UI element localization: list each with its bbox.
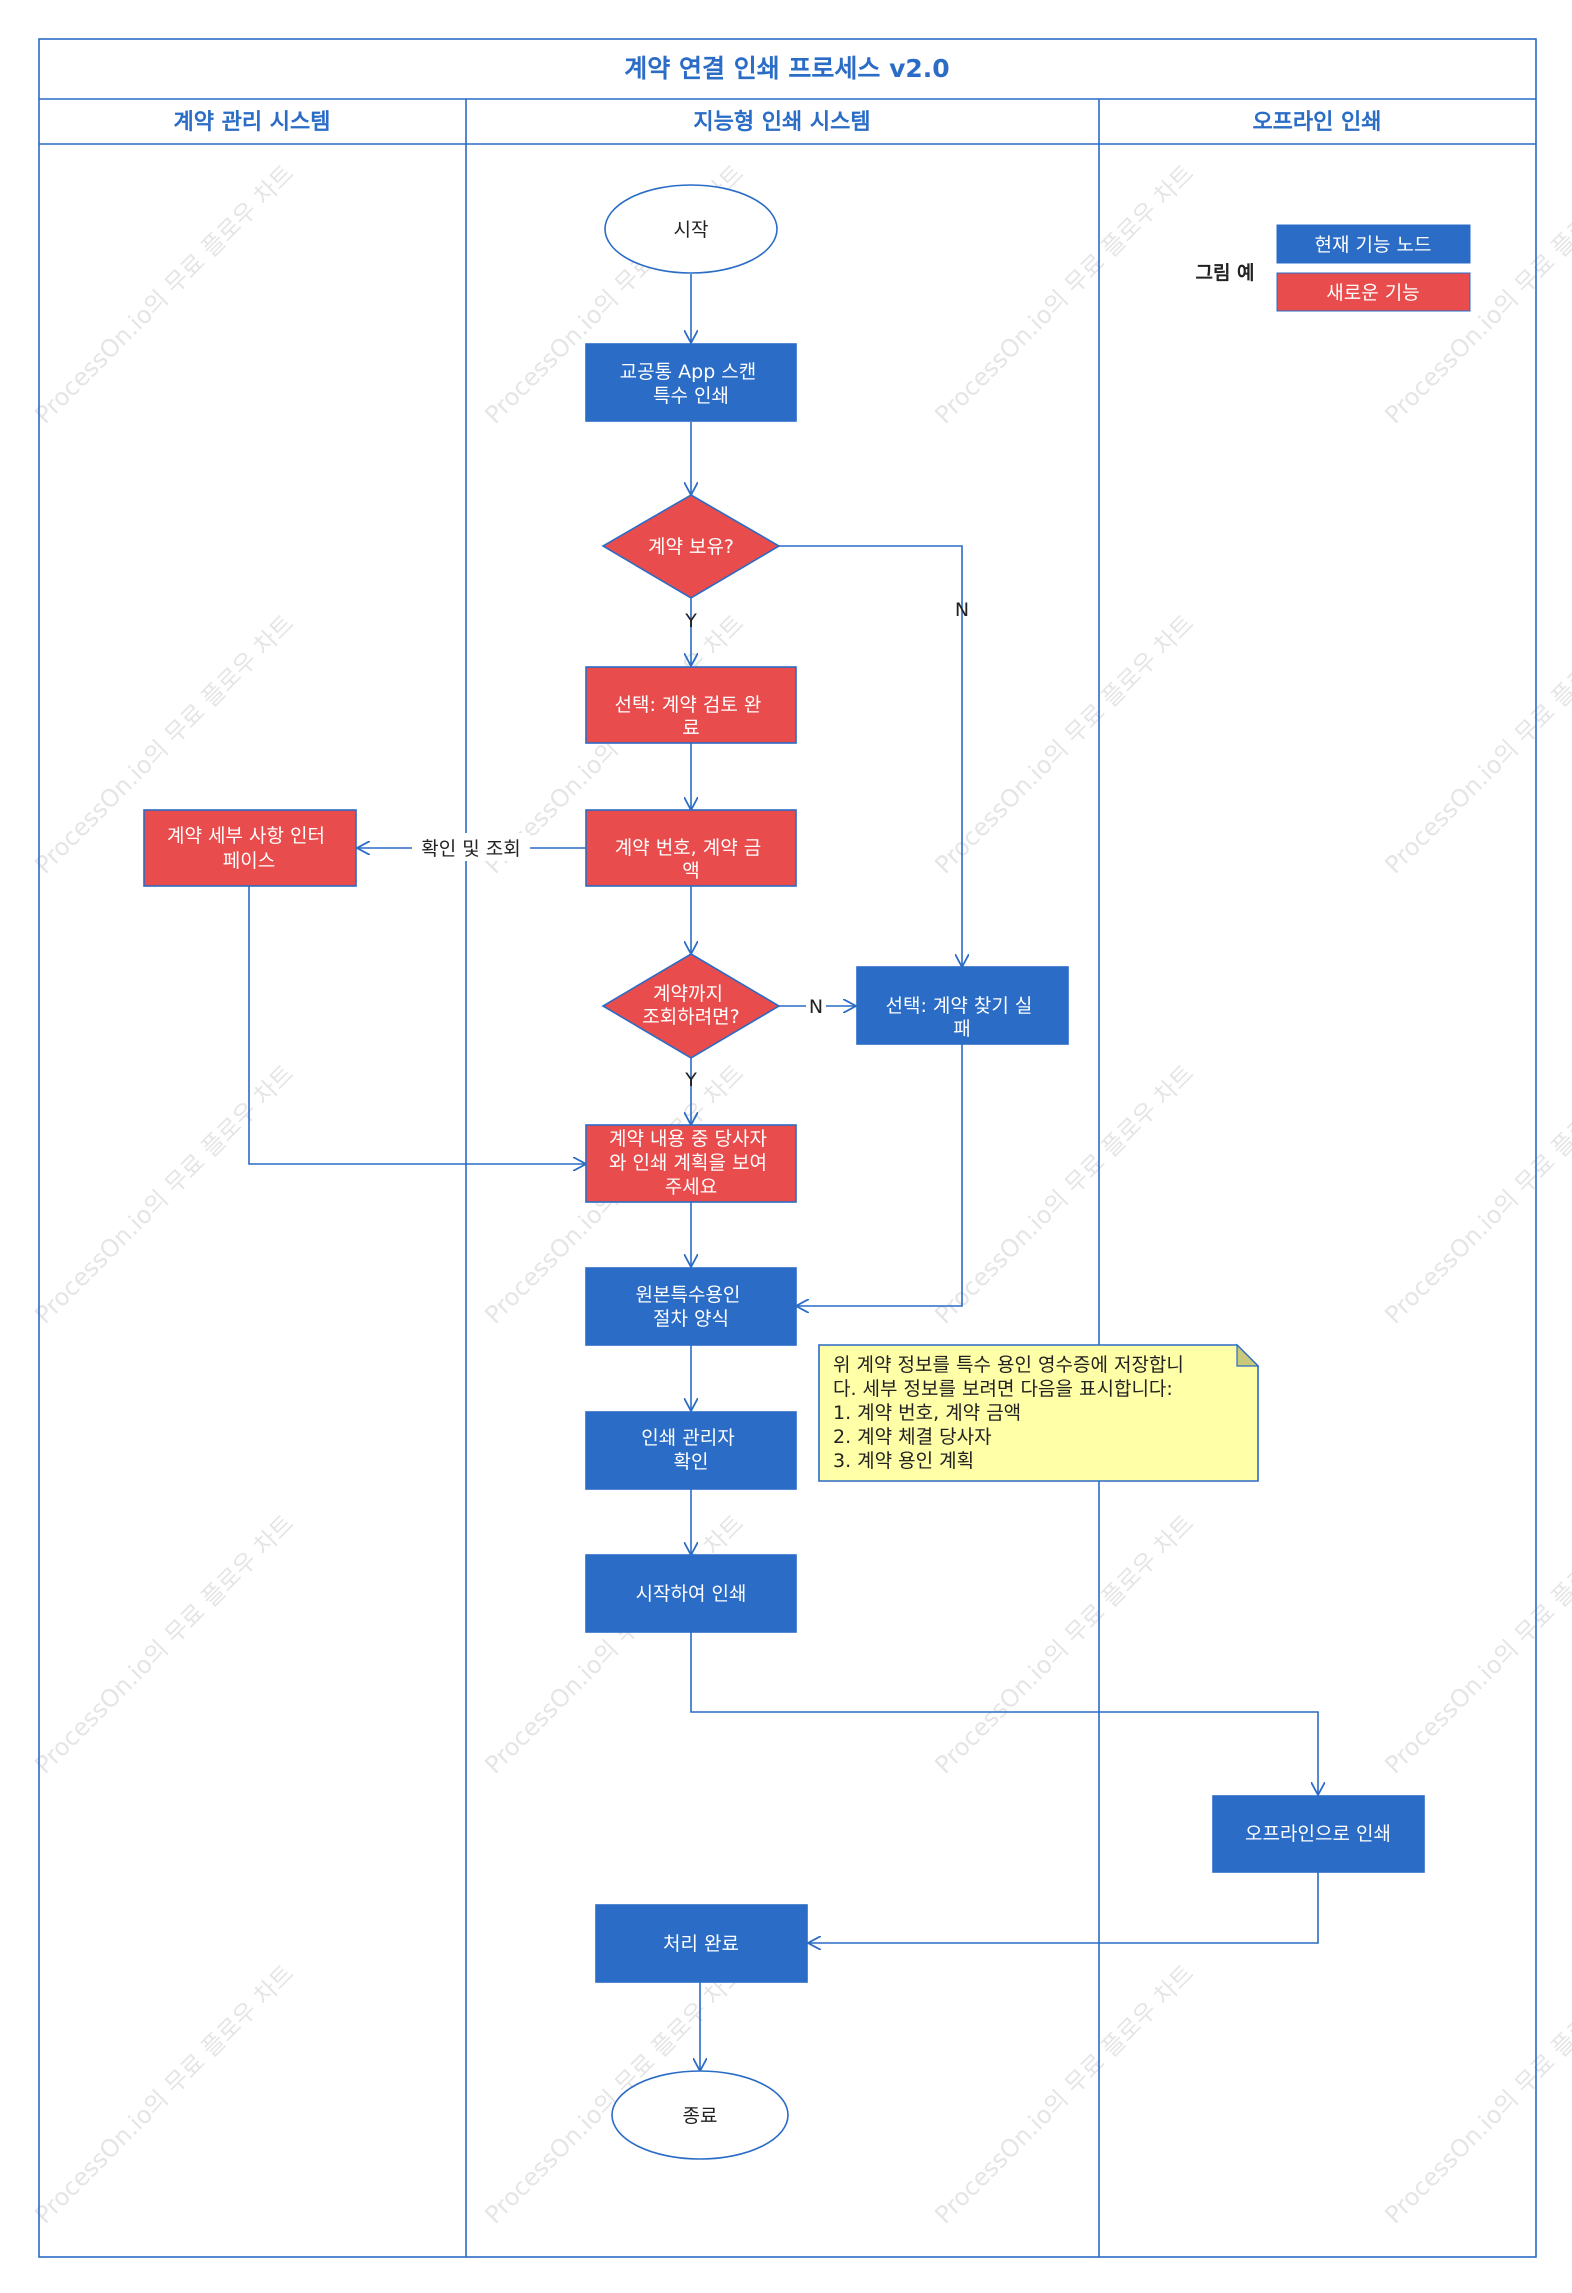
node-app-scan-line-2: 특수 인쇄 bbox=[653, 385, 729, 407]
watermark-text: ProcessOn.io의 무료 플로우 차트 bbox=[929, 609, 1199, 879]
node-print-admin-line-2: 확인 bbox=[674, 1451, 709, 1473]
note-line-2: 다. 세부 정보를 보려면 다음을 표시합니다: bbox=[833, 1378, 1173, 1400]
edge-label-confirm-query: 확인 및 조회 bbox=[421, 838, 520, 860]
swimlane-frame bbox=[38, 38, 1537, 2258]
watermark-text: ProcessOn.io의 무료 플로우 차트 bbox=[1379, 1059, 1572, 1329]
edge-interface-to-parties bbox=[248, 886, 586, 1164]
note-line-3: 1. 계약 번호, 계약 금액 bbox=[833, 1402, 1021, 1424]
node-detail-interface-line-1: 계약 세부 사항 인터 bbox=[167, 825, 325, 847]
node-find-failed-line-2: 패 bbox=[953, 1018, 970, 1040]
legend-title: 그림 예 bbox=[1195, 262, 1254, 284]
node-processing-done[interactable]: 처리 완료 bbox=[595, 1904, 808, 1983]
legend-new-swatch bbox=[1276, 272, 1471, 312]
svg-text:선택: 계약 검토 완 료: 선택: 계약 검토 완 료 bbox=[615, 694, 768, 739]
node-processing-done-label: 처리 완료 bbox=[663, 1933, 739, 1955]
svg-text:인쇄 관리자 확인: 인쇄 관리자 확인 bbox=[641, 1427, 741, 1473]
watermark-text: ProcessOn.io의 무료 플로우 차트 bbox=[929, 1959, 1199, 2229]
node-contract-detail-interface[interactable]: 계약 세부 사항 인터 페이스 bbox=[143, 809, 357, 887]
svg-text:계약까지 조회하려면?: 계약까지 조회하려면? bbox=[642, 983, 740, 1028]
node-select-review-line-1: 선택: 계약 검토 완 bbox=[615, 694, 762, 716]
legend-new-label: 새로운 기능 bbox=[1326, 282, 1419, 304]
node-app-scan-line-1: 교공통 App 스캔 bbox=[620, 361, 757, 383]
watermark-text: ProcessOn.io의 무료 플로우 차트 bbox=[29, 1059, 299, 1329]
watermark-text: ProcessOn.io의 무료 플로우 차트 bbox=[1379, 609, 1572, 879]
node-start[interactable]: 시작 bbox=[604, 184, 778, 274]
svg-text:계약 세부 사항 인터 페이스: 계약 세부 사항 인터 페이스 bbox=[167, 825, 331, 872]
edge-failed-to-form bbox=[796, 1044, 963, 1306]
node-print-admin-line-1: 인쇄 관리자 bbox=[641, 1427, 734, 1449]
node-print-admin-confirm[interactable]: 인쇄 관리자 확인 bbox=[585, 1411, 797, 1490]
watermark-text: ProcessOn.io의 무료 플로우 차트 bbox=[1379, 1959, 1572, 2229]
node-contract-no-line-1: 계약 번호, 계약 금 bbox=[615, 837, 762, 859]
lane-header-smart-printing: 지능형 인쇄 시스템 bbox=[693, 110, 870, 135]
decision-has-contract[interactable]: 계약 보유? bbox=[601, 494, 781, 599]
watermark-text: ProcessOn.io의 무료 플로우 차트 bbox=[29, 1509, 299, 1779]
node-contract-number-amount[interactable]: 계약 번호, 계약 금 액 bbox=[585, 809, 797, 887]
node-start-printing-label: 시작하여 인쇄 bbox=[636, 1583, 747, 1605]
svg-text:교공통 App 스캔 특수 인쇄: 교공통 App 스캔 특수 인쇄 bbox=[620, 361, 763, 407]
lane-header-offline-printing: 오프라인 인쇄 bbox=[1252, 110, 1381, 135]
node-contract-no-line-2: 액 bbox=[682, 860, 699, 882]
legend-current-swatch bbox=[1276, 224, 1471, 264]
watermark-text: ProcessOn.io의 무료 플로우 차트 bbox=[1379, 1509, 1572, 1779]
edge-label-no-2-bg bbox=[806, 992, 826, 1020]
edge-decision-no bbox=[779, 545, 962, 967]
node-original-form-line-2: 절차 양식 bbox=[653, 1308, 729, 1330]
node-show-parties-plan[interactable]: 계약 내용 중 당사자 와 인쇄 계획을 보여 주세요 bbox=[585, 1124, 797, 1203]
svg-text:원본특수용인 절차 양식: 원본특수용인 절차 양식 bbox=[636, 1284, 747, 1330]
edge-labels: Y N 확인 및 조회 N Y bbox=[412, 599, 969, 1091]
edge-label-yes-1: Y bbox=[684, 610, 697, 632]
watermark-text: ProcessOn.io의 무료 플로우 차트 bbox=[929, 1059, 1199, 1329]
edge-offline-to-done bbox=[808, 1872, 1319, 1943]
node-end-label: 종료 bbox=[683, 2105, 718, 2127]
svg-text:선택: 계약 찾기 실 패: 선택: 계약 찾기 실 패 bbox=[886, 995, 1039, 1040]
note-contract-info: 위 계약 정보를 특수 용인 영수증에 저장합니 다. 세부 정보를 보려면 다… bbox=[818, 1343, 1260, 1482]
node-show-parties-line-2: 와 인쇄 계획을 보여 bbox=[609, 1152, 767, 1174]
svg-text:계약 내용 중 당사자 와 인쇄 계획을 보여: 계약 내용 중 당사자 와 인쇄 계획을 보여 주세요 bbox=[609, 1128, 773, 1198]
decision-query-line-1: 계약까지 bbox=[653, 983, 723, 1005]
edge-start-print-to-offline bbox=[690, 1632, 1318, 1795]
diagram-title: 계약 연결 인쇄 프로세스 v2.0 bbox=[624, 54, 949, 83]
node-offline-printing-label: 오프라인으로 인쇄 bbox=[1245, 1823, 1391, 1845]
decision-query-contract[interactable]: 계약까지 조회하려면? bbox=[601, 953, 781, 1059]
node-start-label: 시작 bbox=[674, 219, 709, 241]
node-select-review-complete[interactable]: 선택: 계약 검토 완 료 bbox=[585, 666, 797, 744]
watermark-text: ProcessOn.io의 무료 플로우 차트 bbox=[29, 159, 299, 429]
legend: 그림 예 현재 기능 노드 새로운 기능 bbox=[1195, 224, 1471, 312]
svg-text:계약 번호, 계약 금 액: 계약 번호, 계약 금 액 bbox=[615, 837, 768, 882]
note-line-4: 2. 계약 체결 당사자 bbox=[833, 1426, 992, 1448]
node-original-form-line-1: 원본특수용인 bbox=[636, 1284, 741, 1306]
node-select-review-line-2: 료 bbox=[682, 717, 699, 739]
watermark-text: ProcessOn.io의 무료 플로우 차트 bbox=[479, 1509, 749, 1779]
edge-label-no-1: N bbox=[955, 599, 969, 621]
edge-label-confirm-query-bg bbox=[412, 833, 530, 861]
svg-text:위 계약 정보를 특수 용인 영수증에 저장합니: 위 계약 정보를 특수 용인 영수증에 저장합니 다. 세부 정보를 보려면 다… bbox=[833, 1354, 1190, 1472]
node-start-printing[interactable]: 시작하여 인쇄 bbox=[585, 1554, 797, 1633]
decision-has-contract-label: 계약 보유? bbox=[648, 536, 734, 558]
node-show-parties-line-3: 주세요 bbox=[665, 1176, 717, 1198]
note-line-5: 3. 계약 용인 계획 bbox=[833, 1450, 974, 1472]
node-show-parties-line-1: 계약 내용 중 당사자 bbox=[609, 1128, 767, 1150]
edges bbox=[248, 274, 1319, 2071]
node-original-form[interactable]: 원본특수용인 절차 양식 bbox=[585, 1267, 797, 1346]
node-select-find-failed[interactable]: 선택: 계약 찾기 실 패 bbox=[856, 966, 1069, 1045]
edge-label-yes-2: Y bbox=[684, 1069, 697, 1091]
edge-label-no-2: N bbox=[809, 996, 823, 1018]
node-find-failed-line-1: 선택: 계약 찾기 실 bbox=[886, 995, 1033, 1017]
legend-current-label: 현재 기능 노드 bbox=[1315, 234, 1432, 256]
note-line-1: 위 계약 정보를 특수 용인 영수증에 저장합니 bbox=[833, 1354, 1184, 1376]
watermark-text: ProcessOn.io의 무료 플로우 차트 bbox=[29, 1959, 299, 2229]
watermark-text: ProcessOn.io의 무료 플로우 차트 bbox=[929, 1509, 1199, 1779]
node-offline-printing[interactable]: 오프라인으로 인쇄 bbox=[1212, 1795, 1425, 1873]
node-end[interactable]: 종료 bbox=[611, 2070, 789, 2160]
lane-header-contract-management: 계약 관리 시스템 bbox=[174, 110, 331, 135]
decision-query-line-2: 조회하려면? bbox=[642, 1006, 740, 1028]
node-detail-interface-line-2: 페이스 bbox=[223, 850, 275, 872]
node-app-scan[interactable]: 교공통 App 스캔 특수 인쇄 bbox=[585, 343, 797, 422]
watermark-text: ProcessOn.io의 무료 플로우 차트 bbox=[929, 159, 1199, 429]
